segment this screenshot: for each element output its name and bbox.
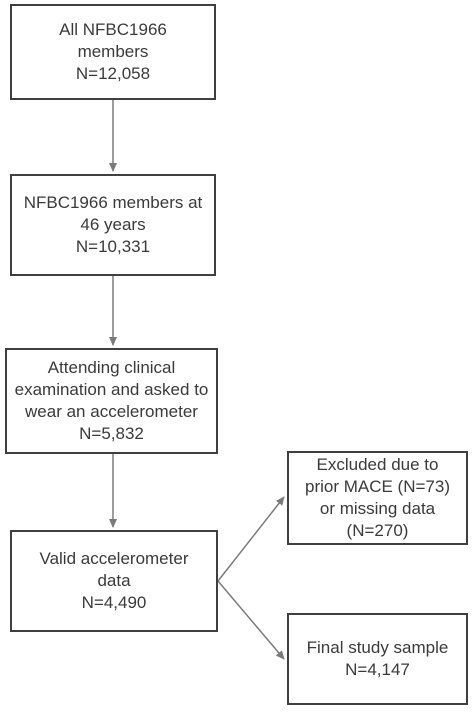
- clinical-examination-box: Attending clinical examination and asked…: [5, 348, 218, 454]
- box-count: N=12,058: [75, 64, 151, 83]
- arrow-4-to-excluded: [217, 496, 285, 582]
- box-text-line: NFBC1966 members at: [23, 193, 203, 212]
- box-text-line: prior MACE (N=73): [304, 477, 450, 496]
- all-members-box: All NFBC1966 members N=12,058: [10, 4, 216, 100]
- box-text-line: All NFBC1966: [59, 20, 167, 39]
- box-count: N=5,832: [79, 424, 144, 443]
- box-count: (N=270): [346, 521, 409, 540]
- arrow-4-to-final: [217, 580, 285, 660]
- box-text-line: members: [77, 42, 149, 61]
- box-count: N=4,490: [81, 593, 147, 612]
- box-text-line: data: [97, 571, 131, 590]
- box-text-line: Final study sample: [306, 638, 449, 657]
- valid-accelerometer-box: Valid accelerometer data N=4,490: [10, 530, 218, 632]
- box-text-line: Attending clinical: [47, 358, 176, 377]
- box-text-line: 46 years: [80, 215, 146, 234]
- box-text-line: Excluded due to: [316, 455, 439, 474]
- box-text-line: or missing data: [319, 499, 436, 518]
- box-text-line: examination and asked to: [14, 380, 209, 399]
- box-text-line: wear an accelerometer: [25, 402, 198, 421]
- box-count: N=4,147: [345, 660, 410, 679]
- excluded-box: Excluded due to prior MACE (N=73) or mis…: [287, 451, 468, 545]
- box-count: N=10,331: [75, 237, 151, 256]
- final-sample-box: Final study sample N=4,147: [287, 613, 468, 705]
- members-at-46-box: NFBC1966 members at 46 years N=10,331: [10, 174, 216, 276]
- box-text-line: Valid accelerometer: [39, 549, 189, 568]
